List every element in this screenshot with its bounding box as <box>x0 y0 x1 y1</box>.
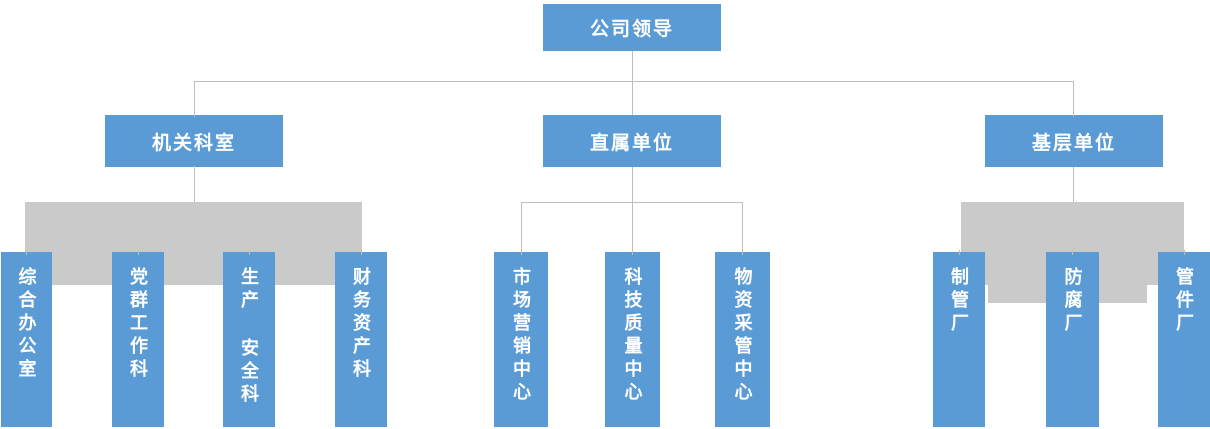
org-node-root: 公司领导 <box>543 4 721 51</box>
org-node-label: 综合办公室 <box>16 267 37 382</box>
connector-drop-leaf <box>632 202 633 255</box>
gray-backdrop-panel <box>25 202 362 285</box>
connector-branch3-drop <box>1073 167 1074 202</box>
org-node-leaf: 党群工作科 <box>112 252 164 427</box>
connector-branch1-drop <box>194 166 195 202</box>
org-node-label: 物资采管中心 <box>732 267 753 405</box>
org-node-leaf: 综合办公室 <box>1 252 52 427</box>
connector-drop-leaf <box>521 202 522 255</box>
org-node-label: 党群工作科 <box>128 267 148 382</box>
org-node-label: 防腐厂 <box>1062 267 1083 336</box>
org-node-label: 市场营销中心 <box>511 267 531 405</box>
org-node-leaf: 制管厂 <box>933 252 985 427</box>
connector-drop-branch-1 <box>194 81 195 117</box>
org-node-leaf: 防腐厂 <box>1046 252 1099 427</box>
org-node-label: 科技质量中心 <box>622 267 643 405</box>
connector-leaf-stub <box>138 250 139 255</box>
connector-branch2-drop <box>632 167 633 202</box>
org-node-leaf: 财务资产科 <box>335 252 387 427</box>
org-node-leaf: 科技质量中心 <box>605 252 660 427</box>
connector-leaf-stub <box>26 250 27 255</box>
org-node-label: 基层单位 <box>1031 132 1116 154</box>
connector-drop-leaf <box>742 202 743 255</box>
connector-leaf-stub <box>361 250 362 255</box>
org-node-label: 管件厂 <box>1174 267 1194 336</box>
org-node-label: 生产 安全科 <box>239 267 259 407</box>
org-node-leaf: 市场营销中心 <box>494 252 548 427</box>
connector-leaf-stub <box>1072 250 1073 255</box>
org-node-leaf: 管件厂 <box>1158 252 1210 427</box>
connector-leaf-stub <box>1184 250 1185 255</box>
org-node-leaf: 生产 安全科 <box>223 252 275 427</box>
org-node-label: 机关科室 <box>151 132 236 154</box>
connector-drop-branch-3 <box>1073 81 1074 117</box>
org-node-branch-3: 基层单位 <box>985 115 1163 167</box>
org-node-label: 财务资产科 <box>351 267 371 382</box>
org-node-leaf: 物资采管中心 <box>715 252 770 427</box>
connector-drop-branch-2 <box>632 81 633 115</box>
connector-leaf-stub <box>249 250 250 255</box>
org-node-label: 直属单位 <box>589 132 674 154</box>
org-node-branch-1: 机关科室 <box>105 115 283 167</box>
connector-leaf-stub <box>959 250 960 255</box>
connector-top-horizontal <box>194 81 1074 82</box>
org-node-label: 公司领导 <box>589 19 674 40</box>
org-node-branch-2: 直属单位 <box>543 115 721 167</box>
org-node-label: 制管厂 <box>949 267 969 336</box>
connector-root-drop <box>632 51 633 81</box>
